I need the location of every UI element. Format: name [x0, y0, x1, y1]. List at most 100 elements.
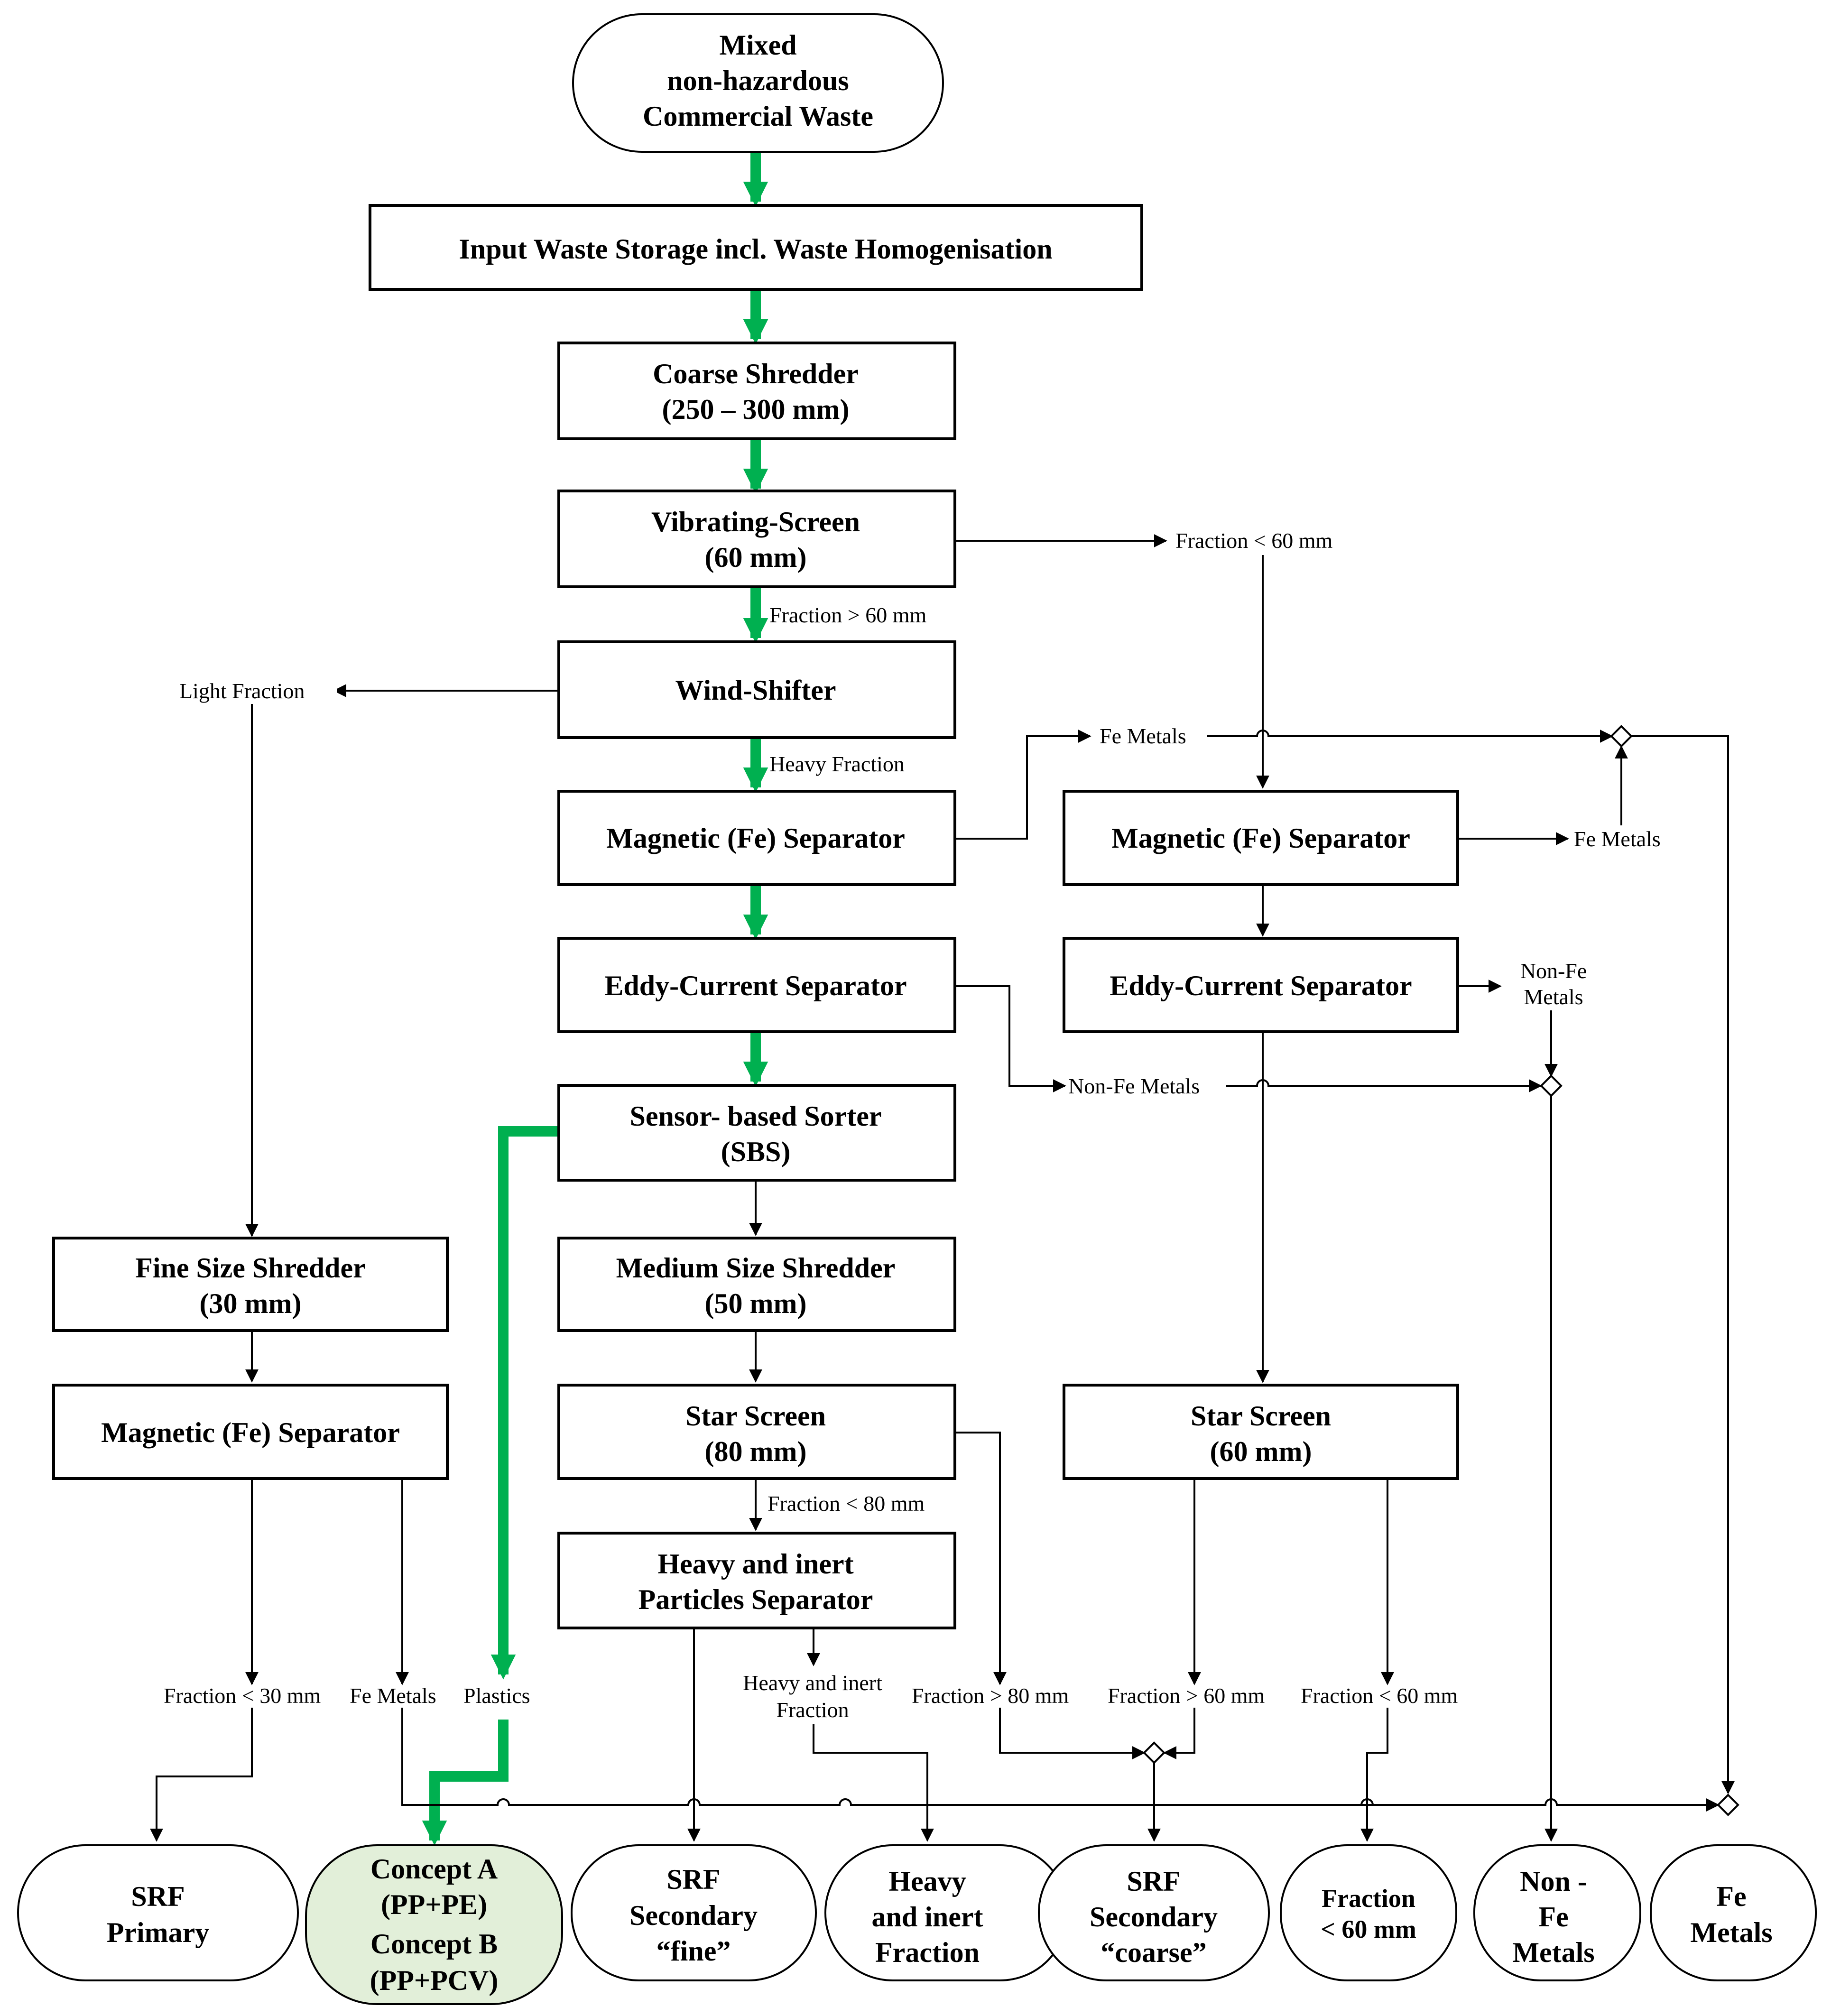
output-text: SRF — [666, 1864, 720, 1895]
medium-size-shredder-box: Medium Size Shredder (50 mm) — [557, 1237, 956, 1332]
fine-size-shredder-box: Fine Size Shredder (30 mm) — [52, 1237, 449, 1332]
output-text: < 60 mm — [1321, 1915, 1416, 1943]
connector — [1360, 1708, 1388, 1842]
non-fe-metals-label: Non-Fe — [1520, 959, 1587, 983]
output-fe-metals: Fe Metals — [1650, 1844, 1817, 1981]
fe-metals-label: Fe Metals — [1574, 827, 1661, 851]
merge-diamond — [1143, 1741, 1165, 1764]
box-text: Vibrating-Screen — [651, 506, 860, 537]
connector — [955, 1432, 1007, 1685]
connector — [1207, 730, 1613, 743]
flow-labels: Fraction < 60 mm Fraction > 60 mm Light … — [164, 527, 1661, 1722]
output-non-fe-metals: Non - Fe Metals — [1473, 1844, 1641, 1981]
merge-points — [1143, 725, 1739, 1816]
box-text: Particles Separator — [638, 1584, 873, 1615]
plastics-label: Plastics — [463, 1683, 530, 1708]
fraction-lt-60-label: Fraction < 60 mm — [1301, 1683, 1458, 1708]
box-text: Eddy-Current Separator — [1110, 970, 1412, 1001]
eddy-current-right-box: Eddy-Current Separator — [1063, 937, 1459, 1033]
box-text: Magnetic (Fe) Separator — [101, 1417, 400, 1448]
output-text: Fraction — [875, 1937, 980, 1968]
plastics-flow-arrow — [490, 1126, 559, 1680]
box-text: Input Waste Storage incl. Waste Homogeni… — [459, 233, 1052, 265]
box-text: Fine Size Shredder — [135, 1252, 366, 1284]
output-text: Primary — [107, 1917, 210, 1948]
input-line: non-hazardous — [667, 65, 849, 96]
box-text: (80 mm) — [705, 1436, 807, 1467]
output-text: Fraction — [1322, 1884, 1415, 1913]
non-fe-metals-label: Non-Fe Metals — [1068, 1074, 1200, 1098]
output-text: “fine” — [657, 1935, 731, 1967]
output-text: Fe — [1716, 1881, 1746, 1912]
connector — [813, 1724, 934, 1842]
box-text: Wind-Shifter — [675, 675, 836, 706]
connector — [1630, 735, 1735, 1794]
box-text: (250 – 300 mm) — [662, 394, 850, 425]
non-fe-metals-label: Metals — [1524, 985, 1583, 1009]
connector — [1163, 1708, 1195, 1759]
box-text: Medium Size Shredder — [616, 1252, 896, 1284]
storage-box: Input Waste Storage incl. Waste Homogeni… — [369, 204, 1143, 291]
box-text: (30 mm) — [200, 1288, 302, 1319]
output-text: and inert — [871, 1901, 983, 1933]
input-line: Mixed — [719, 29, 796, 61]
magnetic-separator-main-box: Magnetic (Fe) Separator — [557, 790, 956, 886]
magnetic-separator-left-box: Magnetic (Fe) Separator — [52, 1384, 449, 1480]
output-text: Secondary — [629, 1900, 758, 1931]
star-screen-60-box: Star Screen (60 mm) — [1063, 1384, 1459, 1480]
connector — [1226, 1079, 1542, 1092]
heavy-inert-separator-box: Heavy and inert Particles Separator — [557, 1532, 956, 1629]
fraction-gt-60-label: Fraction > 60 mm — [1108, 1683, 1265, 1708]
magnetic-separator-right-box: Magnetic (Fe) Separator — [1063, 790, 1459, 886]
main-flow-arrows — [422, 152, 768, 1846]
box-text: (60 mm) — [1210, 1436, 1312, 1467]
box-text: (SBS) — [721, 1136, 791, 1167]
connector — [999, 1708, 1146, 1759]
box-text: (50 mm) — [705, 1288, 807, 1319]
output-srf-primary: SRF Primary — [17, 1844, 299, 1981]
sensor-based-sorter-box: Sensor- based Sorter (SBS) — [557, 1084, 956, 1182]
box-text: Coarse Shredder — [653, 358, 859, 389]
connector — [401, 1708, 1718, 1805]
output-srf-secondary-fine: SRF Secondary “fine” — [571, 1844, 817, 1981]
fraction-lt-80-label: Fraction < 80 mm — [768, 1491, 925, 1516]
merge-diamond — [1610, 725, 1633, 748]
output-concept: Concept A (PP+PE) Concept B (PP+PCV) — [305, 1844, 563, 2005]
output-text: Metals — [1512, 1937, 1594, 1968]
heavy-inert-fraction-label: Fraction — [776, 1698, 849, 1722]
wind-shifter-box: Wind-Shifter — [557, 640, 956, 739]
box-text: Magnetic (Fe) Separator — [1111, 823, 1410, 854]
box-text: Sensor- based Sorter — [629, 1100, 881, 1132]
output-text: Secondary — [1090, 1901, 1218, 1933]
output-text: Non - — [1520, 1866, 1587, 1897]
output-srf-secondary-coarse: SRF Secondary “coarse” — [1038, 1844, 1270, 1981]
box-text: Magnetic (Fe) Separator — [606, 823, 905, 854]
connector — [955, 985, 1066, 1092]
box-text: Heavy and inert — [657, 1548, 853, 1580]
fraction-lt-30-label: Fraction < 30 mm — [164, 1683, 321, 1708]
light-fraction-label: Light Fraction — [179, 679, 305, 703]
fraction-gt-60-label: Fraction > 60 mm — [769, 603, 927, 627]
box-text: Star Screen — [1191, 1400, 1331, 1432]
box-text: Eddy-Current Separator — [604, 970, 906, 1001]
box-text: (60 mm) — [705, 542, 807, 573]
vibrating-screen-box: Vibrating-Screen (60 mm) — [557, 490, 956, 588]
output-text: SRF — [131, 1881, 185, 1912]
input-waste: Mixed non-hazardous Commercial Waste — [572, 13, 944, 153]
output-fraction-lt-60: Fraction < 60 mm — [1280, 1844, 1457, 1981]
output-text: Fe — [1538, 1901, 1568, 1933]
eddy-current-main-box: Eddy-Current Separator — [557, 937, 956, 1033]
output-text: SRF — [1127, 1866, 1180, 1897]
fraction-lt-60-label: Fraction < 60 mm — [1175, 528, 1333, 553]
fe-metals-label: Fe Metals — [350, 1683, 436, 1708]
output-text: Concept A — [370, 1853, 498, 1885]
fraction-gt-80-label: Fraction > 80 mm — [912, 1683, 1069, 1708]
connector — [955, 730, 1091, 840]
output-heavy-inert: Heavy and inert Fraction — [824, 1844, 1068, 1981]
box-text: Star Screen — [685, 1400, 826, 1432]
merge-diamond — [1717, 1794, 1739, 1816]
heavy-inert-fraction-label: Heavy and inert — [743, 1671, 882, 1695]
merge-diamond — [1540, 1074, 1563, 1097]
heavy-fraction-label: Heavy Fraction — [769, 752, 905, 776]
